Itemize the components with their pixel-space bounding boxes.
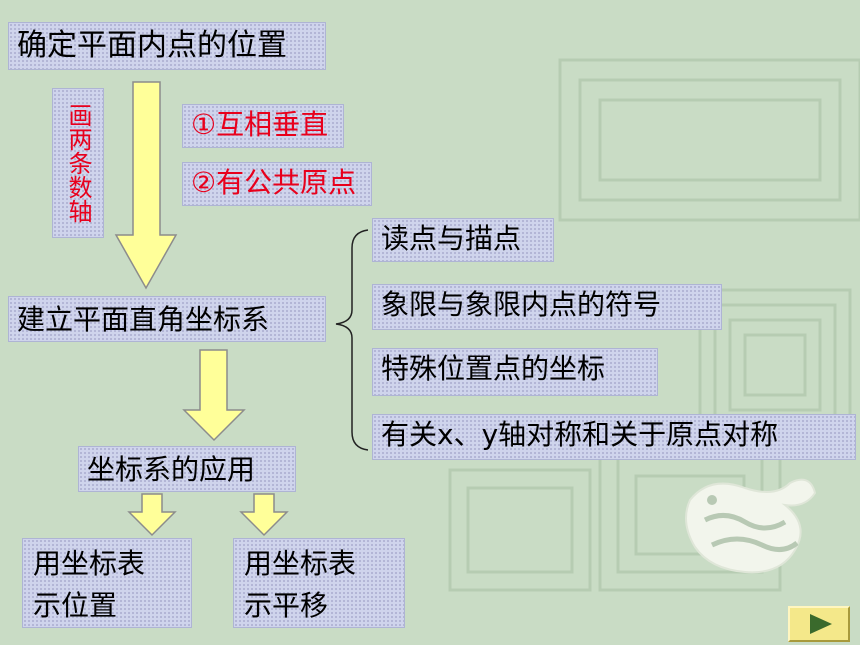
application-translation: 用坐标表示平移 xyxy=(233,538,405,628)
arrow-down-4 xyxy=(239,493,289,537)
topic-read-plot: 读点与描点 xyxy=(372,218,554,262)
draw-axes-label: 画两条数轴 xyxy=(52,88,104,238)
condition-common-origin: ②有公共原点 xyxy=(182,162,372,206)
condition-perpendicular: ①互相垂直 xyxy=(182,104,344,148)
topic-symmetry: 有关x、y轴对称和关于原点对称 xyxy=(372,414,856,460)
arrow-down-3 xyxy=(127,493,177,537)
next-arrow-icon xyxy=(810,614,832,634)
topic-quadrant-signs: 象限与象限内点的符号 xyxy=(372,284,722,330)
next-slide-button[interactable] xyxy=(788,606,850,642)
coordinate-system-box: 建立平面直角坐标系 xyxy=(8,296,326,342)
title-box: 确定平面内点的位置 xyxy=(8,22,326,70)
applications-title-box: 坐标系的应用 xyxy=(78,446,296,492)
arrow-down-1 xyxy=(114,81,178,290)
dragon-emblem-icon xyxy=(685,478,817,574)
topic-special-points: 特殊位置点的坐标 xyxy=(372,348,658,396)
brace xyxy=(335,229,369,451)
application-position: 用坐标表示位置 xyxy=(22,538,192,628)
arrow-down-2 xyxy=(182,349,246,442)
